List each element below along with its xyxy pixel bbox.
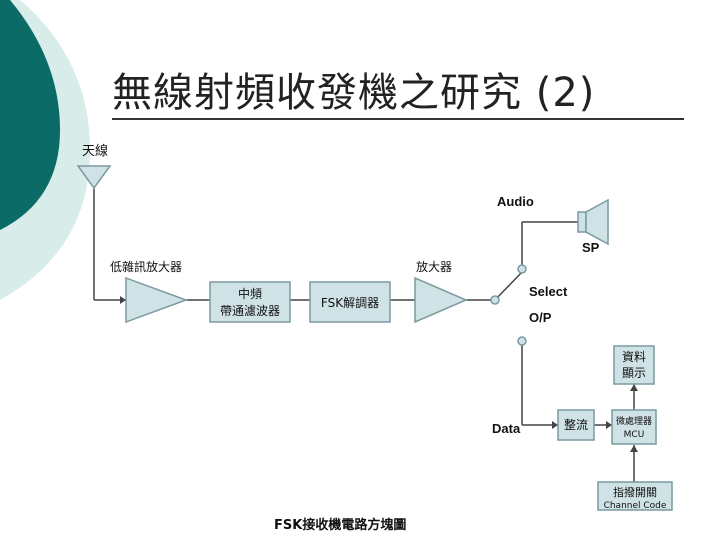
amplifier-2-triangle: [414, 276, 468, 324]
switch-pivot: [490, 295, 500, 305]
display-box: [613, 345, 655, 385]
fsk-demodulator-label: FSK解調器: [321, 296, 379, 310]
fsk-demodulator-box: [309, 281, 391, 323]
slide-decoration: [0, 0, 90, 300]
diagram-caption: FSK接收機電路方塊圖: [274, 518, 407, 533]
shaper-box: [557, 409, 595, 441]
antenna-label: 天線: [82, 143, 108, 159]
switch-data-contact: [517, 336, 527, 346]
amplifier-1-triangle: [125, 276, 189, 324]
mcu-label-1: 微處理器: [616, 415, 652, 427]
shaper-label: 整流: [564, 417, 588, 432]
data-label: Data: [492, 421, 521, 436]
amplifier-1-label: 低雜訊放大器: [110, 259, 182, 274]
mcu-box: [611, 409, 657, 445]
amplifier-2-label: 放大器: [416, 259, 452, 274]
audio-label: Audio: [497, 194, 534, 209]
switch-audio-contact: [517, 264, 527, 274]
channel-code-label-1: 指撥開關: [613, 485, 657, 499]
title-rule: [112, 118, 684, 120]
if-filter-label-2: 帶通濾波器: [220, 303, 280, 318]
page-title: 無線射頻收發機之研究 (2): [112, 70, 596, 116]
if-filter-label-1: 中頻: [238, 286, 262, 301]
display-label-2: 顯示: [622, 366, 646, 380]
display-label-1: 資料: [622, 350, 646, 364]
speaker-icon: [577, 198, 609, 246]
channel-code-label-2: Channel Code: [604, 501, 667, 511]
decor-teal-circle: [0, 0, 60, 230]
mcu-label-2: MCU: [624, 430, 645, 440]
antenna-icon: [76, 165, 112, 190]
select-label: Select: [529, 284, 568, 299]
op-label: O/P: [529, 310, 552, 325]
channel-code-box: [597, 481, 673, 511]
if-filter-box: [209, 281, 291, 323]
speaker-label: SP: [582, 240, 600, 255]
